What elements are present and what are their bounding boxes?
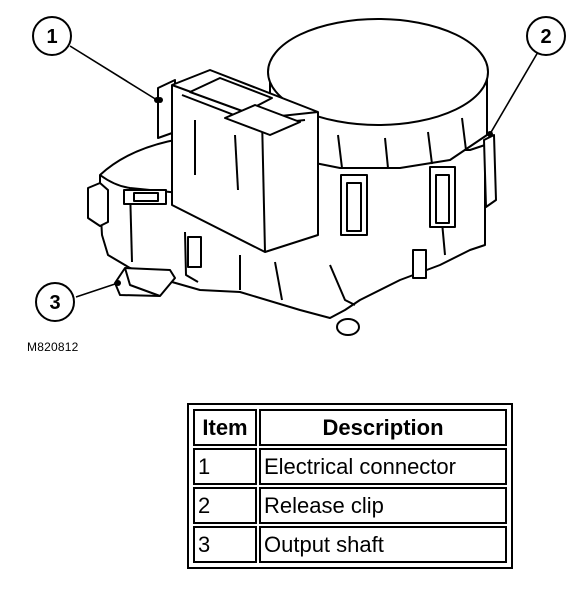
legend-item-description: Electrical connector (259, 448, 507, 485)
leader-line-3 (75, 282, 119, 298)
leader-line-1 (69, 45, 158, 101)
leader-line-2 (489, 51, 539, 135)
legend-item-description: Output shaft (259, 526, 507, 563)
slot-left (187, 236, 202, 268)
callout-2: 2 (526, 16, 566, 56)
actuator-diagram: 1 2 3 (32, 16, 566, 336)
legend-header-item: Item (193, 409, 257, 446)
legend-header-description: Description (259, 409, 507, 446)
legend-header-row: Item Description (193, 409, 507, 446)
legend-item-number: 1 (193, 448, 257, 485)
callout-2-label: 2 (540, 26, 551, 48)
legend-item-number: 3 (193, 526, 257, 563)
callout-1: 1 (32, 16, 72, 56)
table-row: 2 Release clip (193, 487, 507, 524)
motor-window-right (429, 166, 456, 228)
slot-right (412, 249, 427, 279)
motor-cap (267, 18, 489, 126)
legend-table: Item Description 1 Electrical connector … (187, 403, 513, 569)
table-row: 3 Output shaft (193, 526, 507, 563)
callout-3: 3 (35, 282, 75, 322)
callout-1-label: 1 (46, 26, 57, 48)
figure-id: M820812 (27, 340, 79, 354)
legend-item-number: 2 (193, 487, 257, 524)
table-row: 1 Electrical connector (193, 448, 507, 485)
release-clip (483, 134, 497, 208)
motor-window-left (340, 174, 368, 236)
callout-3-label: 3 (49, 292, 60, 314)
bottom-stub (336, 318, 360, 336)
legend-item-description: Release clip (259, 487, 507, 524)
connector-latch (189, 77, 273, 113)
left-tab (87, 182, 109, 227)
output-shaft (114, 267, 176, 297)
